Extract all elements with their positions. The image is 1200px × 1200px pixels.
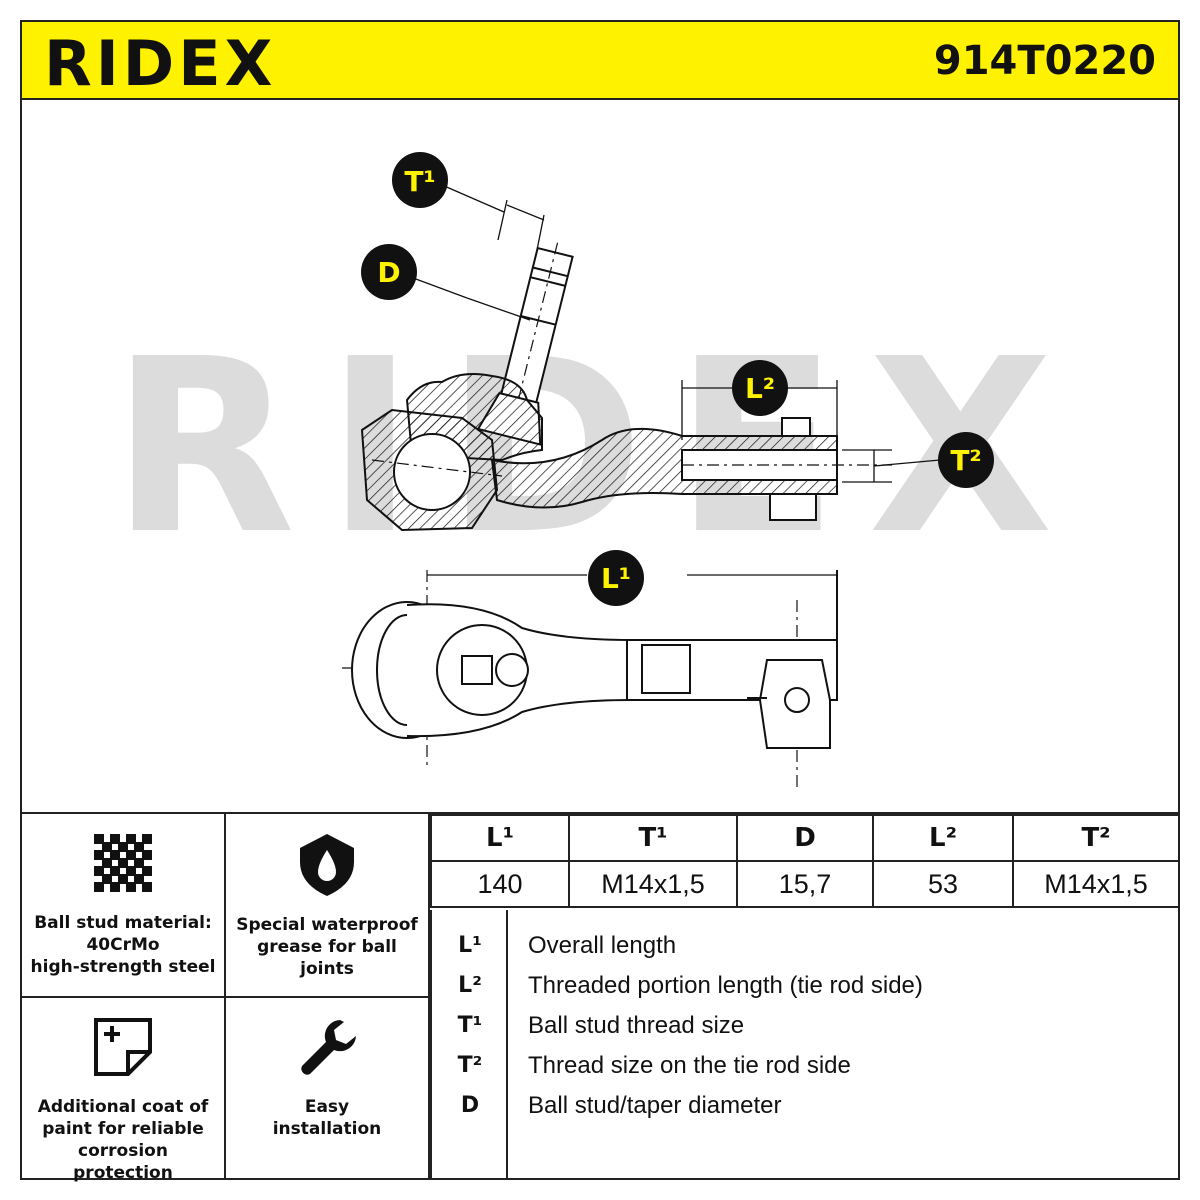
spec-header-l1: L¹ [430,814,570,862]
spec-table: L¹ T¹ D L² T² 140 M14x1,5 15,7 53 M14x1,… [430,814,1180,908]
legend-symbol: T¹ [457,1013,483,1038]
feature-line: Additional coat of [37,1097,209,1117]
feature-line: Easy [304,1097,350,1117]
svg-text:L²: L² [745,372,775,405]
spec-value-t2: M14x1,5 [1012,860,1180,908]
spec-header-row: L¹ T¹ D L² T² [430,814,1180,862]
svg-text:L¹: L¹ [601,562,631,595]
watermark-text: RIDEX [111,307,1083,587]
spec-header-t1: T¹ [568,814,738,862]
feature-paint-coat: Additional coat of paint for reliable co… [20,998,226,1183]
paint-coat-icon [94,1018,152,1076]
legend-symbol: L¹ [458,933,482,958]
spec-value-l1: 140 [430,860,570,908]
legend-row: T² Thread size on the tie rod side [432,1046,1172,1086]
legend-symbol: L² [458,973,482,998]
feature-line: high-strength steel [30,957,216,977]
feature-line: joints [300,959,354,979]
spec-header-d: D [736,814,874,862]
spec-header-t2: T² [1012,814,1180,862]
feature-ball-stud-material: Ball stud material: 40CrMo high-strength… [20,814,226,998]
legend-divider [506,910,508,1180]
spec-header-l2: L² [872,814,1014,862]
spec-value-d: 15,7 [736,860,874,908]
legend-symbol: D [460,1093,480,1118]
legend-symbol: T² [457,1053,483,1078]
feature-easy-installation: Easy installation [226,998,430,1180]
feature-line: grease for ball [257,937,397,957]
legend-description: Threaded portion length (tie rod side) [528,972,923,999]
feature-waterproof-grease: Special waterproof grease for ball joint… [226,814,430,998]
feature-line: Ball stud material: [34,913,212,933]
svg-text:T²: T² [950,444,981,477]
legend-row: L¹ Overall length [432,926,1172,966]
section-divider [20,812,1180,814]
legend-description: Ball stud thread size [528,1012,745,1039]
feature-line: 40CrMo [86,935,160,955]
callout-t2: T² [938,432,994,488]
technical-drawing: RIDEX [111,152,1083,790]
grease-drop-icon [300,834,354,896]
side-view [360,242,892,532]
callout-l1: L¹ [588,550,644,606]
wrench-icon [301,1020,356,1075]
callout-d: D [361,244,417,300]
part-number: 914T0220 [933,38,1156,84]
brand-logo: RIDEX [44,27,277,100]
spec-value-l2: 53 [872,860,1014,908]
feature-line: installation [272,1119,382,1139]
legend-row: D Ball stud/taper diameter [432,1086,1172,1126]
feature-line: Special waterproof [236,915,418,935]
legend-description: Ball stud/taper diameter [528,1092,782,1119]
spec-value-t1: M14x1,5 [568,860,738,908]
grid-pattern-icon [94,834,152,892]
svg-text:T¹: T¹ [404,165,435,198]
callout-l2: L² [732,360,788,416]
top-view [342,570,838,790]
legend-row: T¹ Ball stud thread size [432,1006,1172,1046]
feature-line: paint for reliable [42,1119,204,1139]
svg-text:D: D [377,256,400,289]
feature-line: corrosion protection [73,1141,173,1183]
legend-description: Overall length [528,932,677,959]
legend: L¹ Overall length L² Threaded portion le… [430,910,1180,1180]
spec-value-row: 140 M14x1,5 15,7 53 M14x1,5 [430,860,1180,908]
callout-t1: T¹ [392,152,448,208]
legend-description: Thread size on the tie rod side [528,1052,851,1079]
header-bar: RIDEX 914T0220 [20,20,1180,100]
legend-row: L² Threaded portion length (tie rod side… [432,966,1172,1006]
